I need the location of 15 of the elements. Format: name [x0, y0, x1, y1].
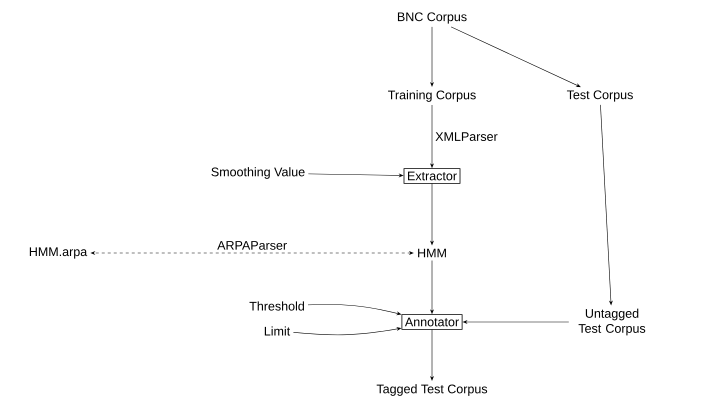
process-box: Annotator — [402, 314, 462, 330]
edge-label: ARPAParser — [216, 240, 288, 251]
edge-label: XMLParser — [434, 131, 499, 142]
node-label: BNC Corpus — [398, 12, 467, 24]
node-label: Limit — [264, 326, 290, 336]
node-label: Tagged Test Corpus — [376, 384, 488, 396]
node-label: Test Corpus — [566, 90, 633, 102]
process-box: Extractor — [404, 168, 460, 184]
node-label: HMM.arpa — [30, 247, 88, 259]
node-label: Untagged Test Corpus — [578, 308, 646, 336]
node-label: Threshold — [250, 301, 304, 311]
node-label: Smoothing Value — [211, 167, 305, 179]
node-label: Training Corpus — [388, 90, 476, 102]
node-label: HMM — [418, 248, 446, 258]
arrow — [308, 304, 402, 316]
